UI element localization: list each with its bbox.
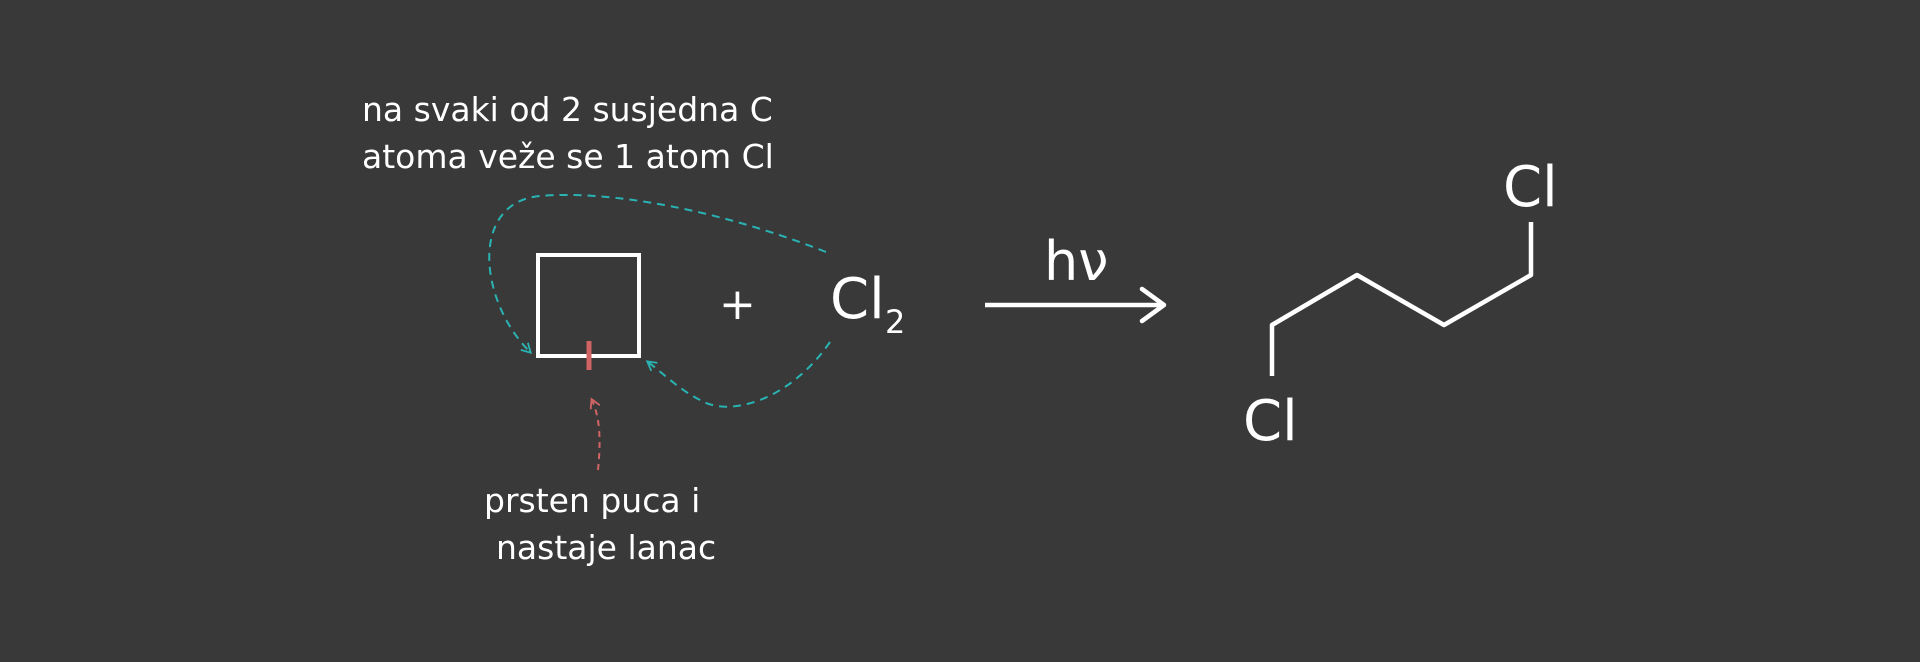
cyclobutane-ring	[536, 253, 641, 358]
reagent-cl: Cl	[830, 267, 885, 332]
top-note-line2: atoma veže se 1 atom Cl	[362, 137, 774, 176]
product-cl-top: Cl	[1503, 155, 1558, 220]
plus-sign: +	[719, 279, 756, 330]
top-note-line1: na svaki od 2 susjedna C	[362, 90, 773, 129]
chlorine-arrow-left	[488, 193, 827, 355]
reaction-arrow-head	[1139, 286, 1167, 324]
product-cl-bottom: Cl	[1243, 389, 1298, 454]
chlorine-arrow-right	[645, 341, 831, 408]
bottom-note-line2: nastaje lanac	[496, 528, 716, 567]
reagent-subscript: 2	[885, 303, 905, 341]
break-arrow	[589, 397, 601, 471]
bottom-note-line1: prsten puca i	[484, 481, 700, 520]
reaction-condition: hν	[1044, 230, 1108, 293]
product-chain	[1269, 222, 1534, 376]
